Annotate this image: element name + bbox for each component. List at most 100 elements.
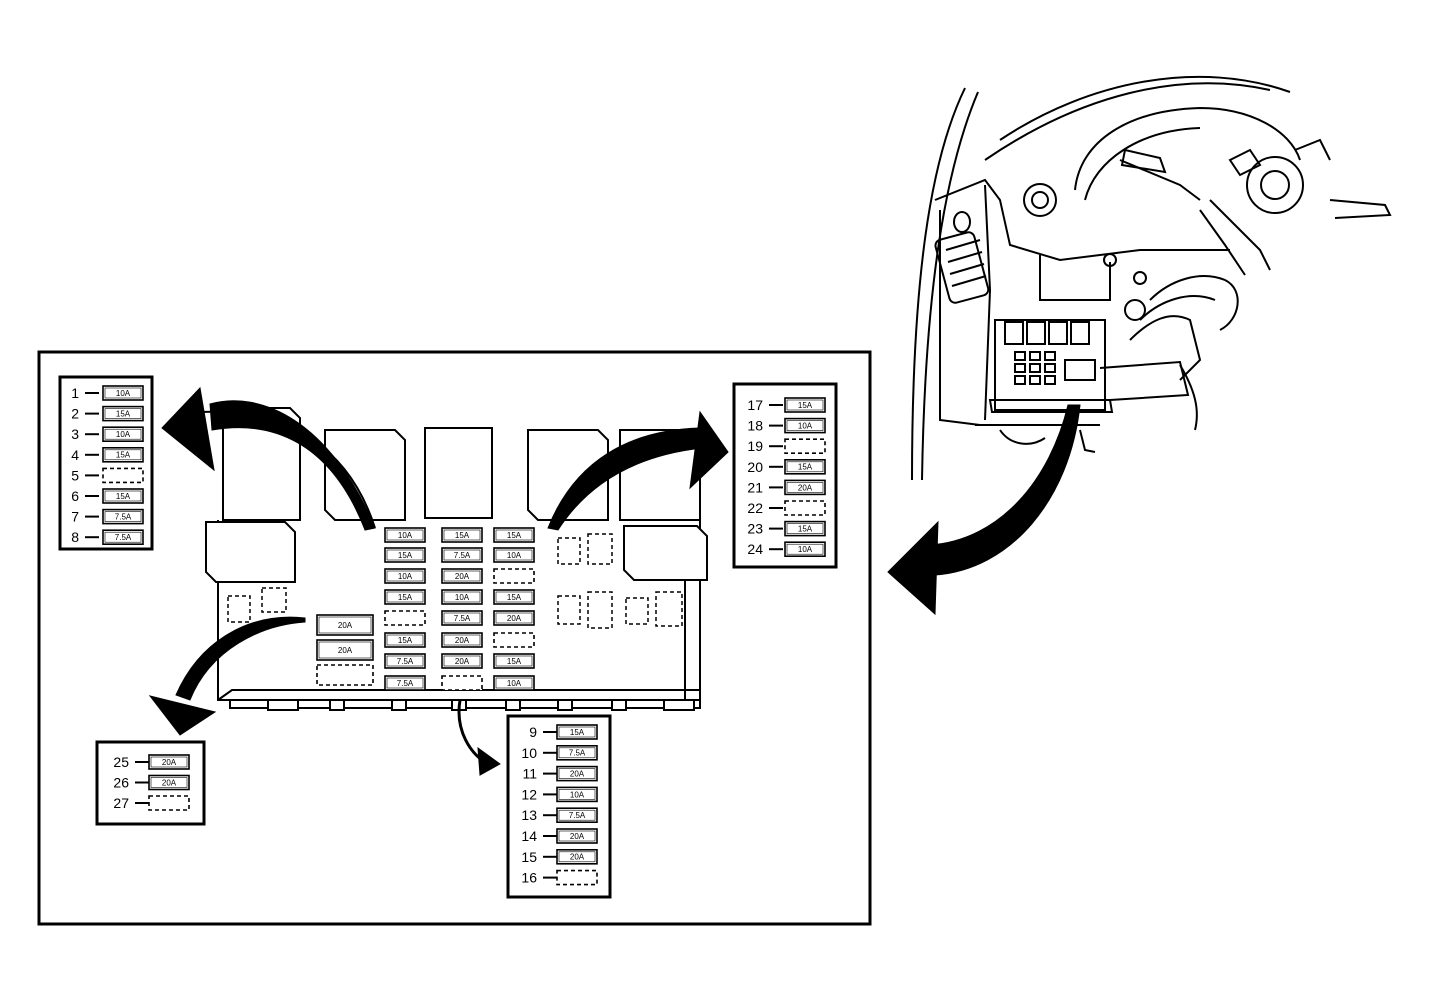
fuse-number: 19 bbox=[747, 438, 763, 454]
fuse-rating-label: 15A bbox=[398, 593, 413, 602]
legend-row: 8 7.5A bbox=[71, 529, 144, 546]
fuse-rating-label: 10A bbox=[398, 572, 413, 581]
legend-fuse: 10A bbox=[102, 385, 144, 401]
fuse-rating-label: 20A bbox=[570, 832, 585, 841]
fuse-rating-label: 20A bbox=[338, 646, 353, 655]
fuse-rating-label: 20A bbox=[162, 778, 177, 787]
fuse-rating-label: 7.5A bbox=[454, 614, 471, 623]
housing-dashed-terminals bbox=[227, 533, 683, 629]
vent-icon bbox=[934, 231, 990, 304]
vehicle-dash-illustration bbox=[911, 75, 1392, 481]
legend-fuse: 15A bbox=[102, 405, 144, 422]
legend-fuse: 20A bbox=[784, 479, 826, 496]
arrow-to-right-legend bbox=[547, 410, 729, 531]
fuse-number: 6 bbox=[71, 488, 79, 504]
fuse-rating-label: 10A bbox=[507, 679, 522, 688]
block-maxi-fuse bbox=[316, 664, 374, 686]
legend-fuse: 15A bbox=[784, 520, 826, 537]
fuse-block-grid: 10A15A10A15A15A7.5A7.5A15A7.5A20A10A7.5A… bbox=[316, 527, 535, 691]
legend-row: 23 15A bbox=[747, 520, 826, 537]
arrow-to-center-legend bbox=[457, 699, 501, 776]
block-fuse: 10A bbox=[493, 547, 535, 563]
legend-fuse: 15A bbox=[784, 397, 826, 413]
fuse-number: 20 bbox=[747, 459, 763, 475]
light-switch-icon bbox=[1023, 183, 1057, 217]
fuse-number: 14 bbox=[521, 828, 537, 844]
legend-fuse: 7.5A bbox=[556, 744, 598, 761]
fuse-rating-label: 7.5A bbox=[454, 551, 471, 560]
fuse-rating-label: 15A bbox=[398, 551, 413, 560]
fuse-rating-label: 15A bbox=[455, 531, 470, 540]
block-fuse: 15A bbox=[493, 653, 535, 669]
legend-fuse: 15A bbox=[556, 724, 598, 740]
legend-fuse: 7.5A bbox=[102, 529, 144, 546]
legend-fuse: 20A bbox=[148, 774, 190, 791]
legend-fuse: 15A bbox=[102, 488, 144, 504]
fuse-number: 8 bbox=[71, 529, 79, 545]
legend-fuse bbox=[102, 467, 144, 484]
block-fuse: 15A bbox=[384, 547, 426, 563]
fuse-rating-label: 20A bbox=[455, 657, 470, 666]
fuse-number: 5 bbox=[71, 467, 79, 483]
legend-fuse bbox=[556, 869, 598, 886]
fuse-number: 2 bbox=[71, 406, 79, 422]
legend-row: 27 bbox=[113, 795, 190, 811]
legend-row: 1 10A bbox=[71, 385, 144, 401]
fuse-rating-label: 20A bbox=[455, 636, 470, 645]
block-fuse: 10A bbox=[384, 568, 426, 584]
fuse-rating-label: 20A bbox=[455, 572, 470, 581]
legend-fuse bbox=[784, 438, 826, 455]
legend-fuse: 7.5A bbox=[556, 807, 598, 824]
fuse-rating-label: 15A bbox=[116, 451, 131, 460]
block-fuse: 7.5A bbox=[384, 675, 426, 691]
fuse-rating-label: 20A bbox=[507, 614, 522, 623]
fuse-number: 7 bbox=[71, 509, 79, 525]
block-maxi-fuse: 20A bbox=[316, 639, 374, 661]
block-maxi-fuse: 20A bbox=[316, 614, 374, 636]
fuse-number: 12 bbox=[521, 786, 537, 802]
block-fuse: 20A bbox=[441, 568, 483, 584]
block-fuse: 20A bbox=[441, 632, 483, 648]
fuse-number: 17 bbox=[747, 397, 763, 413]
fuse-number: 23 bbox=[747, 521, 763, 537]
fuse-rating-label: 10A bbox=[398, 531, 413, 540]
fuse-rating-label: 15A bbox=[116, 409, 131, 418]
block-fuse bbox=[493, 568, 535, 584]
legend-row: 16 bbox=[521, 869, 598, 886]
block-fuse: 15A bbox=[493, 527, 535, 543]
fuse-rating-label: 15A bbox=[507, 657, 522, 666]
fuse-number: 22 bbox=[747, 500, 763, 516]
legend-fuse: 15A bbox=[102, 446, 144, 463]
fuse-rating-label: 10A bbox=[455, 593, 470, 602]
block-fuse: 10A bbox=[493, 675, 535, 691]
legend-fuse: 10A bbox=[556, 786, 598, 803]
fuse-rating-label: 15A bbox=[507, 593, 522, 602]
block-fuse: 15A bbox=[384, 632, 426, 648]
fuse-number: 25 bbox=[113, 754, 129, 770]
block-fuse: 20A bbox=[493, 610, 535, 626]
fuse-rating-label: 20A bbox=[798, 483, 813, 492]
fuse-number: 18 bbox=[747, 418, 763, 434]
fuse-number: 15 bbox=[521, 849, 537, 865]
fuse-number: 1 bbox=[71, 385, 79, 401]
fuse-number: 24 bbox=[747, 541, 763, 557]
fuse-number: 27 bbox=[113, 795, 129, 811]
block-fuse: 20A bbox=[441, 653, 483, 669]
block-fuse: 15A bbox=[384, 589, 426, 605]
fuse-rating-label: 15A bbox=[398, 636, 413, 645]
in-vehicle-fuse-block bbox=[988, 319, 1114, 413]
fuse-rating-label: 20A bbox=[570, 853, 585, 862]
fuse-rating-label: 15A bbox=[116, 492, 131, 501]
